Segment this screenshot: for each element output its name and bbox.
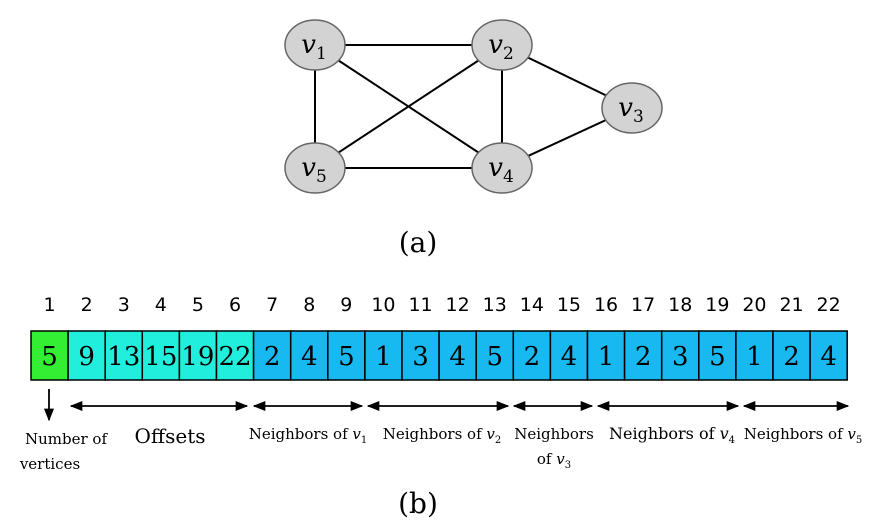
index-label: 20 bbox=[742, 294, 766, 316]
index-label: 3 bbox=[118, 294, 130, 316]
index-label: 15 bbox=[557, 294, 581, 316]
cell-value: 4 bbox=[820, 342, 837, 372]
array-cell: 1 bbox=[364, 330, 403, 381]
index-label: 21 bbox=[779, 294, 803, 316]
cell-value: 3 bbox=[412, 342, 429, 372]
vertex-v3: v3 bbox=[601, 82, 663, 134]
array-cell: 9 bbox=[67, 330, 106, 381]
index-label: 19 bbox=[705, 294, 729, 316]
index-label: 14 bbox=[520, 294, 544, 316]
index-label: 22 bbox=[817, 294, 841, 316]
vertex-v2: v2 bbox=[471, 19, 533, 71]
array-cell: 19 bbox=[178, 330, 218, 381]
group-brackets bbox=[43, 389, 850, 422]
cell-value: 4 bbox=[561, 342, 578, 372]
cell-value: 22 bbox=[219, 342, 252, 372]
cell-value: 15 bbox=[144, 342, 177, 372]
index-label: 17 bbox=[631, 294, 655, 316]
array-cell: 5 bbox=[698, 330, 737, 381]
vertex-v1: v1 bbox=[284, 19, 346, 71]
label-neighbors-v1: Neighbors of v1 bbox=[249, 425, 368, 446]
graph-edges bbox=[314, 44, 633, 169]
array-cell: 3 bbox=[401, 330, 440, 381]
array-cell: 2 bbox=[252, 330, 292, 381]
array-cell: 1 bbox=[586, 330, 626, 381]
cell-value: 1 bbox=[598, 342, 615, 372]
label-neighbors-v4: Neighbors of v4 bbox=[609, 424, 735, 446]
cell-value: 9 bbox=[78, 342, 95, 372]
vertex-label: v3 bbox=[618, 93, 644, 127]
index-label: 1 bbox=[44, 294, 56, 316]
graph-nodes: v1 v2 v3 v4 v5 bbox=[284, 19, 663, 194]
index-label: 13 bbox=[483, 294, 507, 316]
index-label: 2 bbox=[81, 294, 93, 316]
array-cell: 4 bbox=[549, 330, 589, 381]
cell-value: 4 bbox=[301, 342, 318, 372]
index-label: 12 bbox=[446, 294, 470, 316]
array-cell: 1 bbox=[735, 330, 774, 381]
label-number-of: Number of bbox=[25, 430, 108, 448]
array-cell: 5 bbox=[475, 330, 515, 381]
index-label: 10 bbox=[371, 294, 395, 316]
label-offsets: Offsets bbox=[134, 424, 205, 448]
index-label: 5 bbox=[192, 294, 204, 316]
cell-value: 1 bbox=[375, 342, 392, 372]
array-cell: 4 bbox=[809, 330, 848, 381]
cell-value: 5 bbox=[486, 342, 503, 372]
array-cell: 5 bbox=[327, 330, 366, 381]
array-cell: 2 bbox=[623, 330, 663, 381]
cell-value: 13 bbox=[107, 342, 140, 372]
array-cell: 2 bbox=[772, 330, 811, 381]
cell-value: 2 bbox=[783, 342, 800, 372]
edge-v2-v5 bbox=[314, 44, 503, 169]
vertex-v4: v4 bbox=[471, 142, 533, 194]
cell-value: 5 bbox=[709, 342, 726, 372]
vertex-label: v5 bbox=[301, 153, 327, 187]
cell-value: 2 bbox=[264, 342, 281, 372]
caption-b: (b) bbox=[398, 487, 438, 520]
label-neighbors-v3-line2: of v3 bbox=[537, 450, 571, 471]
cell-value: 3 bbox=[672, 342, 689, 372]
vertex-v5: v5 bbox=[284, 142, 346, 194]
cell-value: 5 bbox=[338, 342, 355, 372]
index-label: 9 bbox=[340, 294, 352, 316]
caption-a: (a) bbox=[399, 226, 438, 259]
array-cell: 5 bbox=[30, 330, 69, 381]
index-label: 11 bbox=[408, 294, 432, 316]
label-neighbors-v2: Neighbors of v2 bbox=[383, 425, 502, 446]
cell-value: 19 bbox=[181, 342, 214, 372]
index-label: 6 bbox=[229, 294, 241, 316]
label-vertices: vertices bbox=[19, 455, 80, 473]
label-neighbors-v5: Neighbors of v5 bbox=[744, 425, 863, 446]
array-cell: 15 bbox=[141, 330, 181, 381]
array-cell: 3 bbox=[660, 330, 700, 381]
index-label: 16 bbox=[594, 294, 618, 316]
cell-value: 4 bbox=[449, 342, 466, 372]
array-cell: 4 bbox=[438, 330, 477, 381]
index-label: 4 bbox=[155, 294, 167, 316]
index-label: 7 bbox=[266, 294, 278, 316]
cell-value: 2 bbox=[524, 342, 541, 372]
array-cell: 22 bbox=[215, 330, 255, 381]
array-cell: 4 bbox=[289, 330, 329, 381]
array-cell: 13 bbox=[104, 330, 144, 381]
array-cell: 2 bbox=[512, 330, 552, 381]
cell-value: 5 bbox=[41, 342, 58, 372]
index-label: 18 bbox=[668, 294, 692, 316]
label-neighbors-v3-line1: Neighbors bbox=[514, 425, 594, 443]
index-label: 8 bbox=[303, 294, 315, 316]
cell-value: 1 bbox=[746, 342, 763, 372]
cell-value: 2 bbox=[635, 342, 652, 372]
